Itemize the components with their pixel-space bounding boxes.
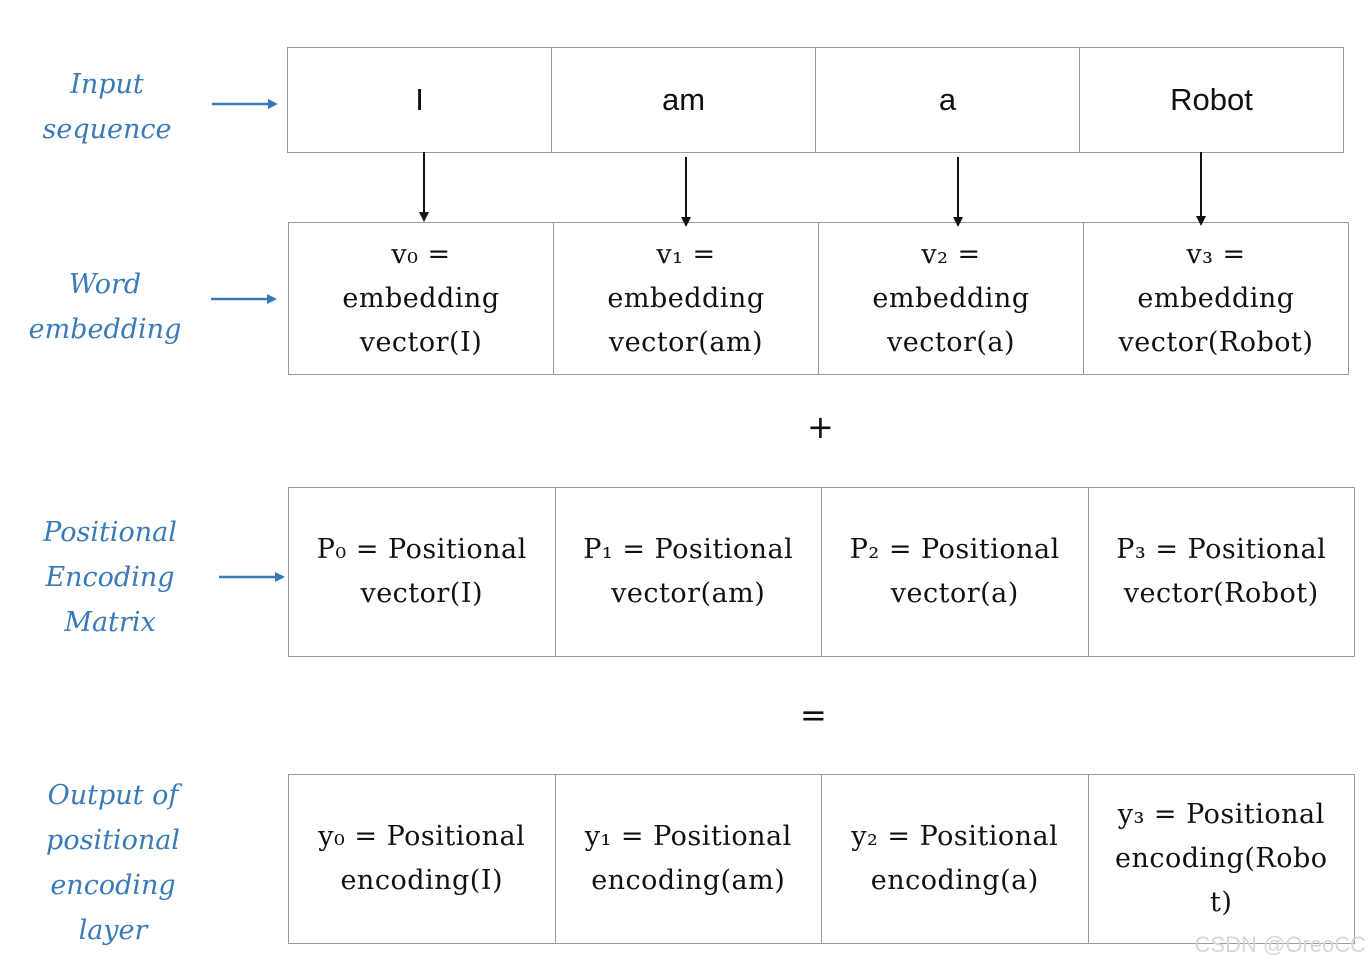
plus-operator: + — [807, 408, 834, 446]
word-embedding-row: v₀ = embedding vector(I) v₁ = embedding … — [288, 222, 1349, 375]
input-token-cell: Robot — [1170, 82, 1253, 117]
watermark: CSDN @OreoCC — [1194, 932, 1366, 957]
label-output-positional-encoding: Output of positional encoding layer — [46, 780, 180, 946]
output-cell: y₃ = Positional encoding(Robo t) — [1115, 799, 1328, 918]
embedding-cell: v₀ = embedding vector(I) — [289, 223, 554, 374]
output-cell: y₀ = Positional encoding(I) — [289, 775, 556, 943]
embedding-cell: v₁ = embedding vector(am) — [554, 223, 819, 374]
label-input-sequence: Input sequence — [42, 69, 172, 145]
output-cell: y₂ = Positional encoding(a) — [822, 775, 1089, 943]
positional-vector-cell: P₁ = Positional vector(am) — [556, 488, 822, 656]
label-positional-encoding-matrix: Positional Encoding Matrix — [43, 517, 177, 638]
positional-vector-cell: P₃ = Positional vector(Robot) — [1116, 534, 1327, 609]
embedding-cell: v₃ = embedding vector(Robot) — [1118, 238, 1314, 358]
input-token-cell: am — [552, 48, 816, 152]
embedding-cell: v₂ = embedding vector(a) — [819, 223, 1084, 374]
positional-encoding-row: P₀ = Positional vector(I) P₁ = Positiona… — [288, 487, 1355, 657]
input-sequence-row: I am a Robot — [287, 47, 1344, 153]
label-word-embedding: Word embedding — [28, 269, 182, 345]
output-row: y₀ = Positional encoding(I) y₁ = Positio… — [288, 774, 1355, 944]
output-cell: y₁ = Positional encoding(am) — [556, 775, 822, 943]
positional-vector-cell: P₀ = Positional vector(I) — [289, 488, 556, 656]
positional-vector-cell: P₂ = Positional vector(a) — [822, 488, 1089, 656]
input-token-cell: a — [816, 48, 1080, 152]
equals-operator: = — [800, 696, 827, 734]
input-token-cell: I — [288, 48, 552, 152]
